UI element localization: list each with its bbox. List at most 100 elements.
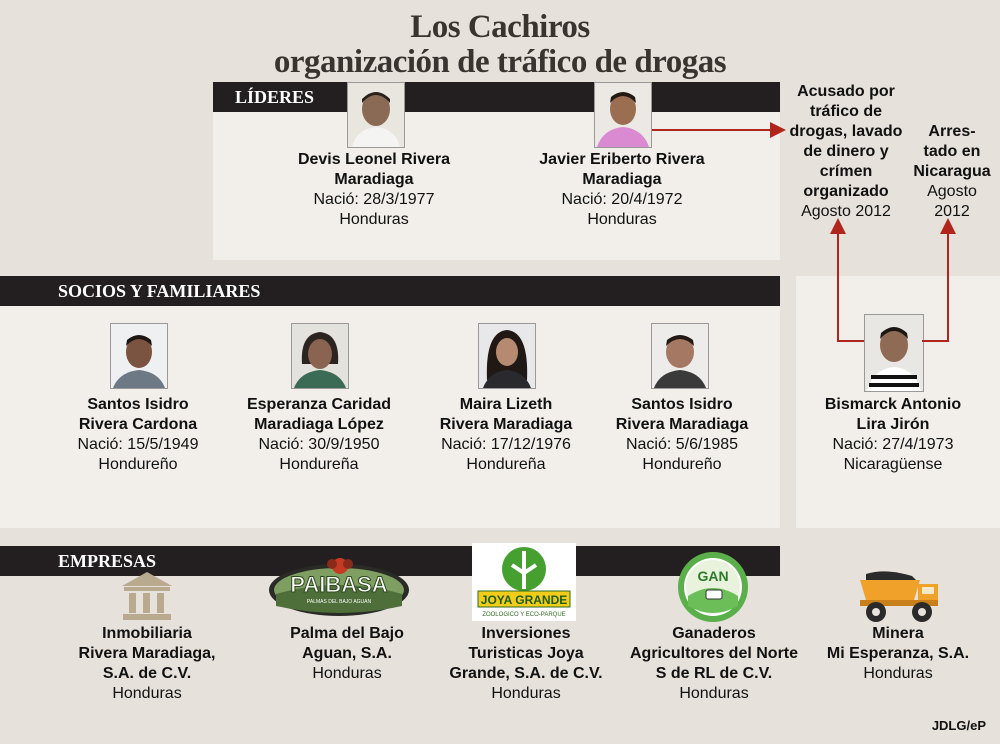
associate-4-name-line-1: Santos Isidro <box>631 396 733 413</box>
leader-2-caption: Javier Eriberto Rivera Maradiaga Nació: … <box>508 150 736 230</box>
company-1-origin: Honduras <box>112 685 182 702</box>
credit-label: JDLG/eP <box>931 718 986 733</box>
arrested-photo <box>864 314 924 392</box>
associates-bar: SOCIOS Y FAMILIARES <box>0 276 780 306</box>
company-2-origin: Honduras <box>312 665 382 682</box>
leader-1-caption: Devis Leonel Rivera Maradiaga Nació: 28/… <box>264 150 484 230</box>
associate-2-origin: Hondureña <box>279 456 359 473</box>
gan-logo-text: GAN <box>697 568 728 584</box>
associate-1-born: Nació: 15/5/1949 <box>77 436 199 453</box>
company-3-line-3: Grande, S.A. de C.V. <box>449 665 603 682</box>
associate-4-caption: Santos Isidro Rivera Maradiaga Nació: 5/… <box>594 395 770 475</box>
company-2-line-2: Aguan, S.A. <box>302 645 392 662</box>
arrest-note: Arres- tado en Nicaragua Agosto 2012 <box>906 122 998 222</box>
charges-line-5: crímen <box>819 163 873 180</box>
associate-4-born: Nació: 5/6/1985 <box>625 436 739 453</box>
associate-photo-3 <box>478 323 536 389</box>
associate-4-name-line-2: Rivera Maradiaga <box>615 416 749 433</box>
company-4-line-2: Agricultores del Norte <box>629 645 799 662</box>
associate-photo-4 <box>651 323 709 389</box>
charges-note: Acusado por tráfico de drogas, lavado de… <box>782 82 910 222</box>
associate-2-name-line-2: Maradiaga López <box>254 416 384 433</box>
leaders-bar: LÍDERES <box>213 82 780 112</box>
title-line-1: Los Cachiros <box>410 9 590 45</box>
charges-line-3: drogas, lavado <box>789 123 903 140</box>
infographic-title: Los Cachiros organización de tráfico de … <box>0 10 1000 80</box>
arrest-line-3: Nicaragua <box>913 163 991 180</box>
leader-2-born: Nació: 20/4/1972 <box>561 191 683 208</box>
associate-3-origin: Hondureña <box>466 456 546 473</box>
charges-date: Agosto 2012 <box>801 203 891 220</box>
bank-icon <box>120 570 174 622</box>
leader-1-name-line-2: Maradiaga <box>334 171 414 188</box>
title-line-2: organización de tráfico de drogas <box>273 44 727 80</box>
company-5-origin: Honduras <box>863 665 933 682</box>
company-3-caption: Inversiones Turisticas Joya Grande, S.A.… <box>432 624 620 704</box>
joya-grande-logo-subtext: ZOOLOGICO Y ECO-PARQUE <box>482 612 565 618</box>
associate-3-name-line-2: Rivera Maradiaga <box>439 416 573 433</box>
associate-3-name-line-1: Maira Lizeth <box>459 396 553 413</box>
charges-line-2: tráfico de <box>809 103 882 120</box>
leader-1-born: Nació: 28/3/1977 <box>313 191 435 208</box>
associate-photo-2 <box>291 323 349 389</box>
associate-2-caption: Esperanza Caridad Maradiaga López Nació:… <box>229 395 409 475</box>
company-4-origin: Honduras <box>679 685 749 702</box>
associates-panel <box>0 276 780 528</box>
associate-1-name-line-2: Rivera Cardona <box>78 416 198 433</box>
company-2-caption: Palma del Bajo Aguan, S.A. Honduras <box>262 624 432 684</box>
joya-grande-logo: JOYA GRANDE ZOOLOGICO Y ECO-PARQUE <box>472 543 576 621</box>
associate-2-born: Nació: 30/9/1950 <box>258 436 380 453</box>
leaders-bar-label: LÍDERES <box>235 87 315 107</box>
company-2-line-1: Palma del Bajo <box>290 625 404 642</box>
leader-2-name-line-2: Maradiaga <box>582 171 662 188</box>
company-4-line-1: Ganaderos <box>672 625 756 642</box>
associate-1-origin: Hondureño <box>98 456 178 473</box>
associate-photo-1 <box>110 323 168 389</box>
leader-1-name-line-1: Devis Leonel Rivera <box>297 151 451 168</box>
arrested-born: Nació: 27/4/1973 <box>832 436 954 453</box>
company-1-line-1: Inmobiliaria <box>102 625 192 642</box>
company-3-line-1: Inversiones <box>481 625 571 642</box>
charges-line-1: Acusado por <box>797 83 895 100</box>
company-4-line-3: S de RL de C.V. <box>655 665 773 682</box>
leader-photo-1 <box>347 82 405 148</box>
arrest-line-2: tado en <box>923 143 981 160</box>
leader-2-origin: Honduras <box>587 211 657 228</box>
dump-truck-icon <box>856 570 942 624</box>
leader-2-name-line-1: Javier Eriberto Rivera <box>539 151 705 168</box>
associates-bar-label: SOCIOS Y FAMILIARES <box>58 281 261 301</box>
arrested-origin: Nicaragüense <box>843 456 943 473</box>
paibasa-logo: PAIBASA PALMAS DEL BAJO AGUAN <box>268 556 410 618</box>
paibasa-logo-subtext: PALMAS DEL BAJO AGUAN <box>307 599 372 605</box>
company-3-origin: Honduras <box>491 685 561 702</box>
arrested-name-line-2: Lira Jirón <box>856 416 930 433</box>
company-5-caption: Minera Mi Esperanza, S.A. Honduras <box>808 624 988 684</box>
leader-photo-2 <box>594 82 652 148</box>
associate-3-caption: Maira Lizeth Rivera Maradiaga Nació: 17/… <box>418 395 594 475</box>
companies-bar-label: EMPRESAS <box>58 551 157 571</box>
company-1-caption: Inmobiliaria Rivera Maradiaga, S.A. de C… <box>47 624 247 704</box>
company-5-line-1: Minera <box>872 625 924 642</box>
company-3-line-2: Turisticas Joya <box>468 645 584 662</box>
charges-line-4: de dinero y <box>803 143 889 160</box>
arrest-date-line-1: Agosto <box>927 183 977 200</box>
joya-grande-logo-text: JOYA GRANDE <box>481 593 567 607</box>
arrested-name-line-1: Bismarck Antonio <box>824 396 962 413</box>
associate-3-born: Nació: 17/12/1976 <box>441 436 571 453</box>
gan-logo: GAN <box>676 550 750 624</box>
associate-1-caption: Santos Isidro Rivera Cardona Nació: 15/5… <box>48 395 228 475</box>
company-4-caption: Ganaderos Agricultores del Norte S de RL… <box>614 624 814 704</box>
arrested-caption: Bismarck Antonio Lira Jirón Nació: 27/4/… <box>800 395 986 475</box>
paibasa-logo-text: PAIBASA <box>290 572 387 597</box>
company-5-line-2: Mi Esperanza, S.A. <box>826 645 970 662</box>
companies-bar: EMPRESAS <box>0 546 780 576</box>
company-1-line-2: Rivera Maradiaga, <box>78 645 216 662</box>
leader-1-origin: Honduras <box>339 211 409 228</box>
arrest-line-1: Arres- <box>928 123 976 140</box>
company-1-line-3: S.A. de C.V. <box>102 665 192 682</box>
associate-2-name-line-1: Esperanza Caridad <box>246 396 392 413</box>
arrest-date-line-2: 2012 <box>934 203 970 220</box>
associate-1-name-line-1: Santos Isidro <box>87 396 189 413</box>
associate-4-origin: Hondureño <box>642 456 722 473</box>
charges-line-6: organizado <box>803 183 889 200</box>
